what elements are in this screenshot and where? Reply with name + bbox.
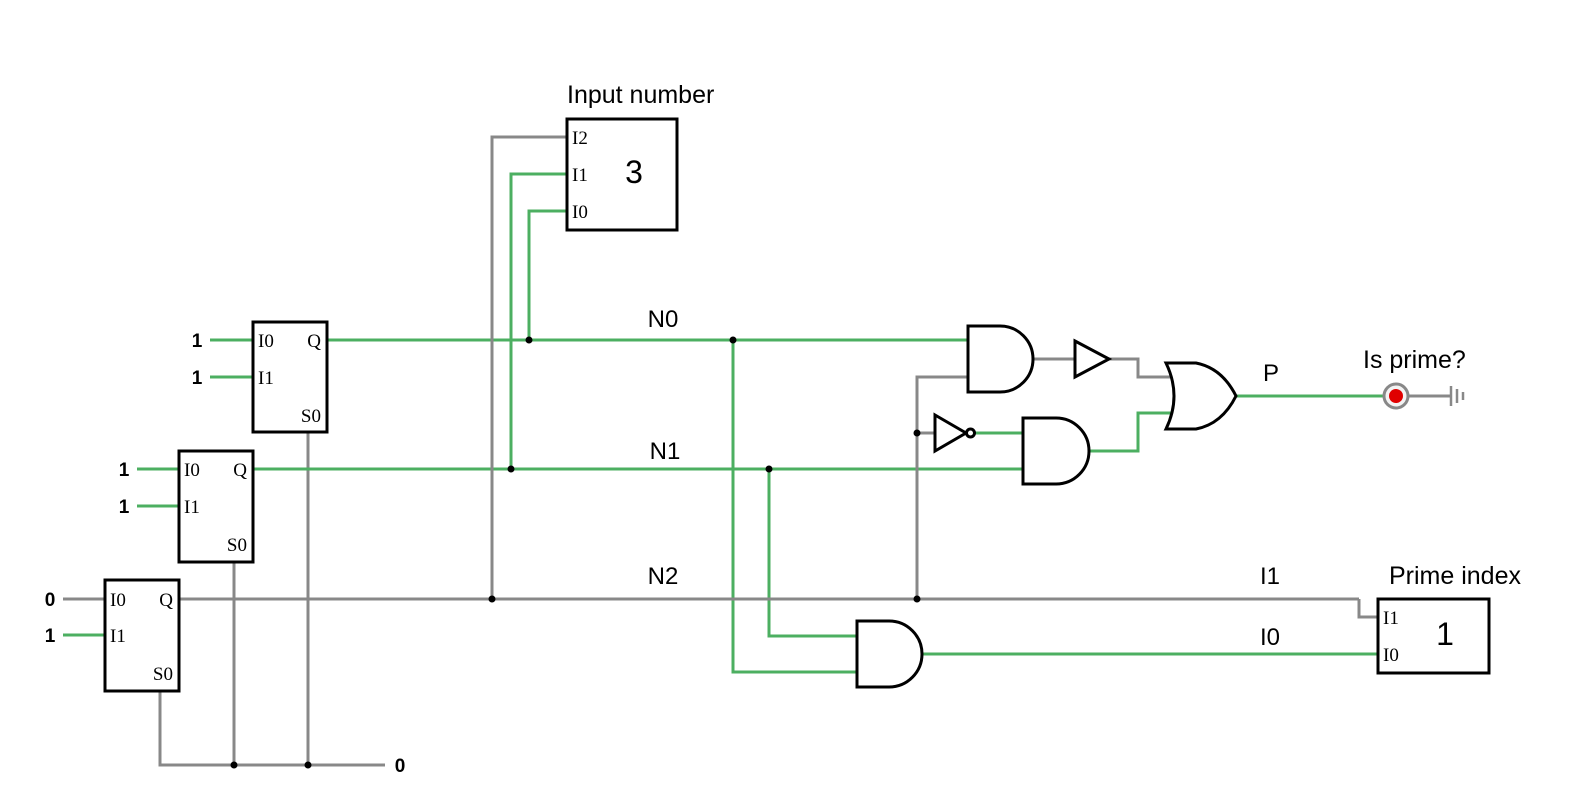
- junctions: [230, 336, 921, 769]
- and-gate[interactable]: [966, 324, 1035, 394]
- and-gate[interactable]: [855, 619, 924, 689]
- or-gate[interactable]: [1163, 361, 1238, 431]
- prime-index-pin-i1: I1: [1383, 608, 1399, 629]
- wire-and2-to-or: [1089, 411, 1173, 453]
- input-number-pin-i2: I2: [572, 128, 588, 149]
- wire-buffer-to-or: [1109, 357, 1173, 379]
- input-number-display[interactable]: Input number I2 I1 I0 3: [565, 81, 714, 232]
- junction-dot: [525, 336, 533, 344]
- mux2-in1-value[interactable]: 1: [45, 626, 56, 647]
- junction-dot: [488, 595, 496, 603]
- input-number-body[interactable]: [565, 117, 679, 232]
- mux2-pin-i0: I0: [110, 590, 126, 611]
- wire-n2-to-input-i2: [490, 135, 567, 599]
- and-gate[interactable]: [1021, 416, 1091, 486]
- input-number-pin-i1: I1: [572, 165, 588, 186]
- mux2-pin-q: Q: [159, 590, 173, 611]
- wire-label-i1: I1: [1260, 563, 1280, 590]
- junction-dot: [230, 761, 238, 769]
- mux1-pin-q: Q: [233, 460, 247, 481]
- mux0-pin-q: Q: [307, 331, 321, 352]
- mux2-body[interactable]: [103, 578, 181, 693]
- wire-n1-to-input-i1: [509, 172, 567, 469]
- junction-dot: [507, 465, 515, 473]
- led-indicator: [1389, 389, 1403, 403]
- buffer-gate[interactable]: [1073, 338, 1113, 380]
- wire-label-i0: I0: [1260, 624, 1280, 651]
- mux1[interactable]: I0 I1 Q S0: [177, 449, 255, 564]
- mux1-pin-i1: I1: [184, 497, 200, 518]
- mux2-in0-value[interactable]: 0: [45, 590, 56, 611]
- mux1-pin-s0: S0: [227, 535, 247, 556]
- mux2[interactable]: I0 I1 Q S0: [103, 578, 181, 693]
- prime-index-title: Prime index: [1389, 562, 1521, 590]
- mux0-in1-value[interactable]: 1: [192, 368, 203, 389]
- wire-n0-to-input-i0: [527, 209, 567, 340]
- input-number-value: 3: [625, 154, 643, 190]
- mux1-body[interactable]: [177, 449, 255, 564]
- mux1-in1-value[interactable]: 1: [119, 497, 130, 518]
- mux0-pin-i1: I1: [258, 368, 274, 389]
- is-prime-title: Is prime?: [1363, 346, 1466, 374]
- wire-label-p: P: [1263, 360, 1279, 387]
- wire-n2-up: [915, 375, 968, 599]
- ground-icon: [1449, 386, 1465, 406]
- junction-dot: [913, 429, 921, 437]
- mux2-pin-i1: I1: [110, 626, 126, 647]
- mux1-pin-i0: I0: [184, 460, 200, 481]
- wire-n2-to-prime-i1: [1357, 599, 1378, 619]
- junction-dot: [765, 465, 773, 473]
- mux1-in0-value[interactable]: 1: [119, 460, 130, 481]
- mux0-in0-value[interactable]: 1: [192, 331, 203, 352]
- wire-label-n1: N1: [650, 438, 681, 465]
- wire-select: [158, 691, 385, 767]
- not-gate-bubble: [965, 427, 976, 439]
- select-input-value[interactable]: 0: [395, 756, 406, 777]
- junction-dot: [913, 595, 921, 603]
- junction-dot: [729, 336, 737, 344]
- wires: [63, 135, 1384, 767]
- is-prime-led[interactable]: Is prime?: [1363, 346, 1466, 410]
- not-gate[interactable]: [933, 412, 969, 454]
- prime-index-pin-i0: I0: [1383, 645, 1399, 666]
- prime-index-body[interactable]: [1376, 597, 1491, 675]
- junction-dot: [304, 761, 312, 769]
- input-number-title: Input number: [567, 81, 714, 109]
- mux0-pin-i0: I0: [258, 331, 274, 352]
- input-number-pin-i0: I0: [572, 202, 588, 223]
- wire-n1-to-and3: [767, 469, 857, 638]
- mux2-pin-s0: S0: [153, 664, 173, 685]
- wire-label-n0: N0: [648, 306, 679, 333]
- wire-n0-to-and3: [731, 340, 857, 674]
- prime-index-display[interactable]: Prime index I1 I0 1: [1376, 562, 1521, 675]
- wire-label-n2: N2: [648, 563, 679, 590]
- mux0[interactable]: I0 I1 Q S0: [251, 320, 329, 434]
- mux0-body[interactable]: [251, 320, 329, 434]
- mux0-pin-s0: S0: [301, 406, 321, 427]
- prime-index-value: 1: [1436, 616, 1454, 652]
